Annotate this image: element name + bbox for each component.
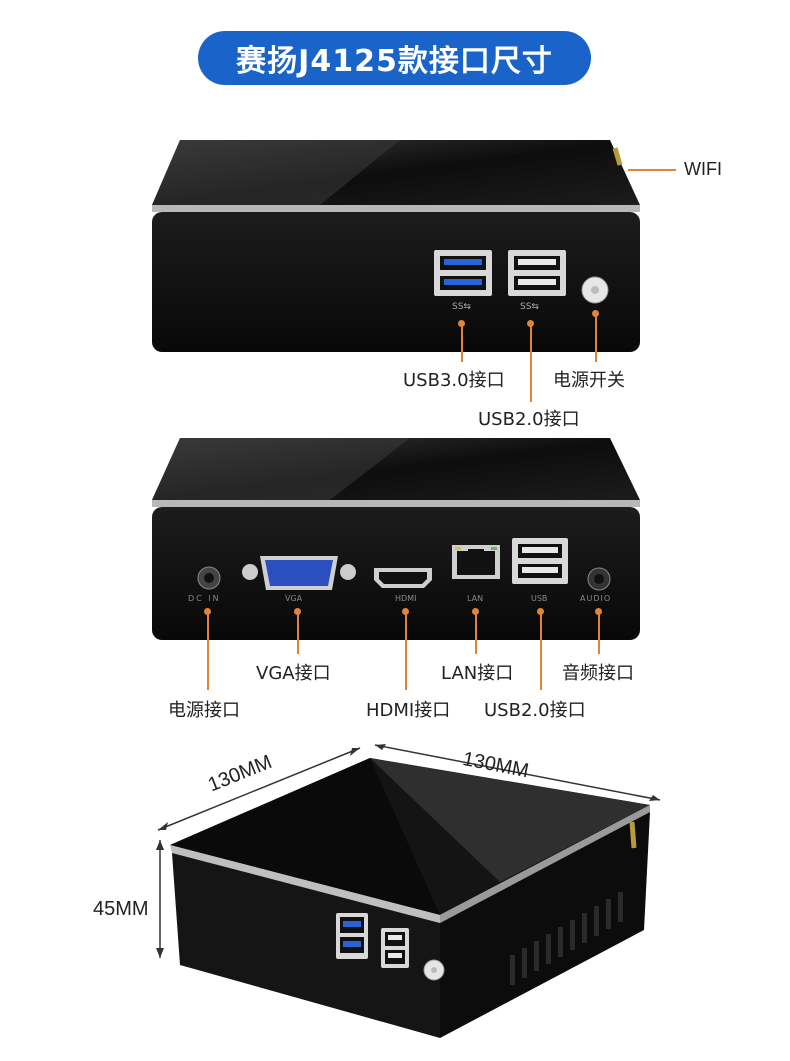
usb2-port-icon bbox=[508, 250, 566, 296]
audio-label: 音频接口 bbox=[562, 663, 634, 684]
power-switch-label: 电源开关 bbox=[553, 370, 625, 391]
dim-usb2-port-icon bbox=[381, 928, 409, 968]
usb3-leader bbox=[461, 324, 463, 362]
dc-in-port-icon bbox=[197, 566, 221, 590]
lan-mark: LAN bbox=[467, 594, 484, 603]
vga-leader bbox=[297, 612, 299, 654]
hdmi-label: HDMI接口 bbox=[366, 700, 451, 721]
rear-usb2-leader bbox=[540, 612, 542, 690]
hdmi-leader-dot bbox=[402, 608, 409, 615]
audio-mark: AUDIO bbox=[580, 594, 612, 603]
power-switch-leader-dot bbox=[592, 310, 599, 317]
usb3-port-icon bbox=[434, 250, 492, 296]
dim-usb3-port-icon bbox=[336, 913, 368, 959]
usb3-label: USB3.0接口 bbox=[403, 370, 505, 391]
usb3-logo: SS⇆ bbox=[452, 302, 471, 312]
vga-port-icon bbox=[242, 556, 356, 590]
lan-leader-dot bbox=[472, 608, 479, 615]
audio-port-icon bbox=[587, 567, 611, 591]
lan-port-icon bbox=[452, 545, 500, 579]
audio-leader bbox=[598, 612, 600, 654]
dc-in-leader-dot bbox=[204, 608, 211, 615]
dimension-view-device bbox=[156, 744, 661, 1038]
hdmi-mark: HDMI bbox=[395, 594, 417, 603]
lan-leader bbox=[475, 612, 477, 654]
power-switch-leader bbox=[595, 314, 597, 362]
vga-leader-dot bbox=[294, 608, 301, 615]
wifi-leader bbox=[628, 169, 676, 171]
front-view-device bbox=[152, 140, 640, 352]
usb2-label: USB2.0接口 bbox=[478, 409, 580, 430]
vga-mark: VGA bbox=[285, 594, 303, 603]
rear-view-device bbox=[152, 438, 640, 640]
page-title: 赛扬J4125款接口尺寸 bbox=[198, 31, 591, 85]
dc-in-leader bbox=[207, 612, 209, 690]
rear-usb2-leader-dot bbox=[537, 608, 544, 615]
hdmi-port-icon bbox=[374, 568, 432, 588]
usb3-leader-dot bbox=[458, 320, 465, 327]
dc-in-label: 电源接口 bbox=[168, 700, 240, 721]
usb2-leader-dot bbox=[527, 320, 534, 327]
height-dimension-label: 45MM bbox=[93, 898, 149, 920]
rear-usb2-label: USB2.0接口 bbox=[484, 700, 586, 721]
hdmi-leader bbox=[405, 612, 407, 690]
dim-power-button-icon bbox=[423, 959, 445, 981]
wifi-label: WIFI bbox=[684, 159, 722, 179]
dc-in-mark: DC IN bbox=[188, 594, 221, 603]
vga-label: VGA接口 bbox=[256, 663, 331, 684]
rear-usb-port-icon bbox=[512, 538, 568, 584]
usb2-logo: SS⇆ bbox=[520, 302, 539, 312]
usb2-leader bbox=[530, 324, 532, 402]
audio-leader-dot bbox=[595, 608, 602, 615]
power-button-icon bbox=[581, 276, 609, 304]
lan-label: LAN接口 bbox=[441, 663, 514, 684]
usb-mark: USB bbox=[531, 594, 548, 603]
